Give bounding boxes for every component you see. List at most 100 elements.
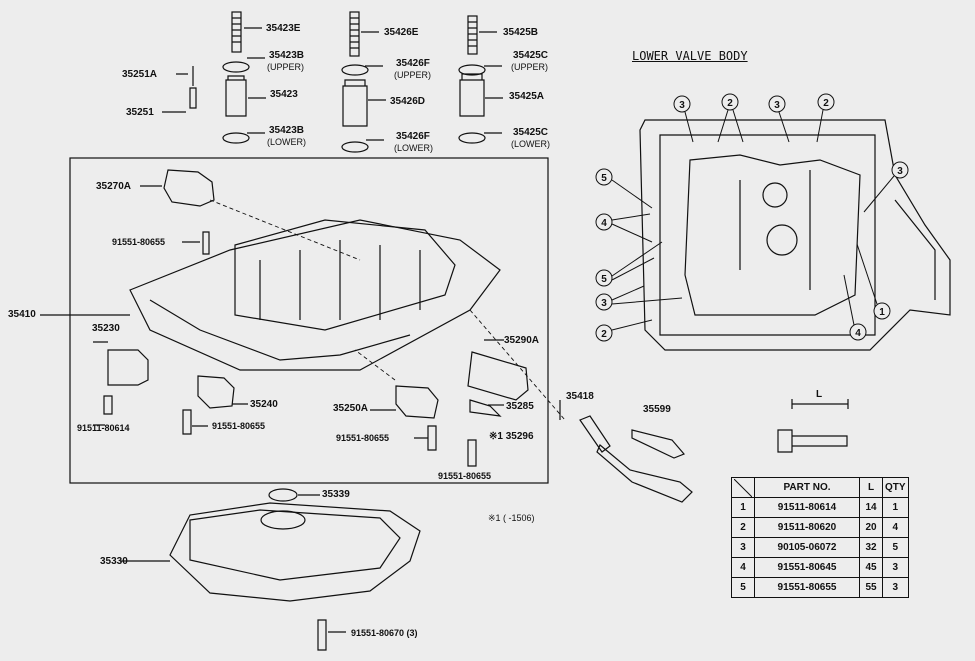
piston-35425A: [459, 73, 485, 117]
part-label[interactable]: 35425A: [509, 91, 545, 102]
callout-5-b: [595, 241, 663, 287]
callout-text: 3: [679, 100, 685, 111]
table-cell: 5: [731, 577, 755, 598]
callout-text: 5: [601, 173, 607, 184]
table-row: 1 91511-80614 14 1: [731, 497, 909, 518]
callout-text: 2: [727, 98, 733, 109]
lower-valve-body-title: LOWER VALVE BODY: [632, 49, 748, 63]
callout-4-a: [595, 213, 653, 243]
part-label[interactable]: ※1 35296: [489, 431, 534, 442]
part-sublabel: (LOWER): [394, 143, 433, 153]
part-label[interactable]: 35230: [92, 323, 120, 334]
part-label[interactable]: 35423E: [266, 23, 301, 34]
table-cell: 2: [731, 517, 755, 538]
part-label[interactable]: 91551-80670 (3): [351, 628, 418, 638]
part-label[interactable]: 35250A: [333, 403, 369, 414]
part-label[interactable]: 35251: [126, 107, 154, 118]
part-sublabel: (UPPER): [267, 62, 305, 72]
part-sublabel: (UPPER): [394, 70, 432, 80]
table-cell: 91551-80645: [754, 557, 860, 578]
table-header-length: L: [859, 477, 883, 498]
table-header-row: PART NO. L QTY: [731, 477, 909, 498]
spring-35423E: [231, 11, 242, 53]
table-cell: 3: [882, 577, 909, 598]
table-header-corner: [731, 477, 755, 498]
table-cell: 14: [859, 497, 883, 518]
part-label[interactable]: 35425C: [513, 50, 549, 61]
part-sublabel: (LOWER): [511, 139, 550, 149]
part-label[interactable]: 35270A: [96, 181, 132, 192]
part-label[interactable]: 35426E: [384, 27, 419, 38]
part-label[interactable]: 91551-80655: [336, 433, 390, 443]
table-cell: 1: [882, 497, 909, 518]
part-label[interactable]: 35425B: [503, 27, 539, 38]
table-row: 5 91551-80655 55 3: [731, 577, 909, 598]
spring-35426E: [349, 11, 360, 57]
part-label[interactable]: 35423B: [269, 125, 305, 136]
table-cell: 91511-80614: [754, 497, 860, 518]
callout-text: 3: [774, 100, 780, 111]
callout-3-b: [768, 95, 790, 143]
callout-text: 4: [855, 328, 861, 339]
footnote-mark: ※1: [488, 513, 501, 523]
callout-1: [856, 243, 891, 320]
part-label[interactable]: 35240: [250, 399, 278, 410]
table-cell: 55: [859, 577, 883, 598]
callout-text: 2: [601, 329, 607, 340]
part-label[interactable]: 35423: [270, 89, 298, 100]
piston-35423: [225, 75, 247, 117]
valve-body: [129, 219, 501, 371]
callout-3-d: [595, 285, 683, 311]
spring-35425B: [467, 15, 478, 55]
table-row: 4 91551-80645 45 3: [731, 557, 909, 578]
callout-text: 3: [897, 166, 903, 177]
part-label[interactable]: 35330: [100, 556, 128, 567]
part-label[interactable]: 35339: [322, 489, 350, 500]
part-label[interactable]: 35290A: [504, 335, 540, 346]
part-label[interactable]: 35251A: [122, 69, 158, 80]
table-cell: 91551-80655: [754, 577, 860, 598]
callout-4-b: [843, 274, 867, 341]
oil-pan: [169, 502, 421, 602]
table-header-part-no: PART NO.: [754, 477, 860, 498]
part-label[interactable]: 35599: [643, 404, 671, 415]
part-label[interactable]: 35418: [566, 391, 594, 402]
part-label[interactable]: 35425C: [513, 127, 549, 138]
callout-text: 2: [823, 98, 829, 109]
callout-2-b: [816, 93, 835, 143]
footnote-text: ( -1506): [503, 513, 535, 523]
part-label[interactable]: 91551-80655: [438, 471, 492, 481]
table-cell: 32: [859, 537, 883, 558]
bolt-table: PART NO. L QTY 1 91511-80614 14 1 2 9151…: [731, 477, 909, 598]
part-label[interactable]: 35426F: [396, 131, 430, 142]
table-cell: 45: [859, 557, 883, 578]
table-cell: 4: [882, 517, 909, 538]
part-sublabel: (LOWER): [267, 137, 306, 147]
part-sublabel: (UPPER): [511, 62, 549, 72]
piston-35426D: [342, 79, 368, 127]
table-cell: 3: [882, 557, 909, 578]
part-label[interactable]: 35426F: [396, 58, 430, 69]
part-label[interactable]: 91551-80655: [212, 421, 266, 431]
callout-3-a: [673, 95, 694, 143]
part-label[interactable]: 35426D: [390, 96, 426, 107]
table-cell: 4: [731, 557, 755, 578]
part-label[interactable]: 35423B: [269, 50, 305, 61]
dimension-label: L: [816, 389, 823, 400]
part-label[interactable]: 35285: [506, 401, 534, 412]
table-cell: 91511-80620: [754, 517, 860, 538]
callout-text: 1: [879, 307, 885, 318]
part-label[interactable]: 91511-80614: [77, 423, 130, 433]
callout-3-c: [863, 161, 909, 213]
table-header-qty: QTY: [882, 477, 909, 498]
part-label[interactable]: 35410: [8, 309, 36, 320]
callout-5-a: [595, 168, 653, 209]
callout-text: 3: [601, 298, 607, 309]
callout-text: 4: [601, 218, 607, 229]
part-label[interactable]: 91551-80655: [112, 237, 166, 247]
table-cell: 3: [731, 537, 755, 558]
assembly-frame: [69, 157, 549, 484]
table-cell: 20: [859, 517, 883, 538]
table-cell: 90105-06072: [754, 537, 860, 558]
callout-2-c: [595, 319, 653, 342]
